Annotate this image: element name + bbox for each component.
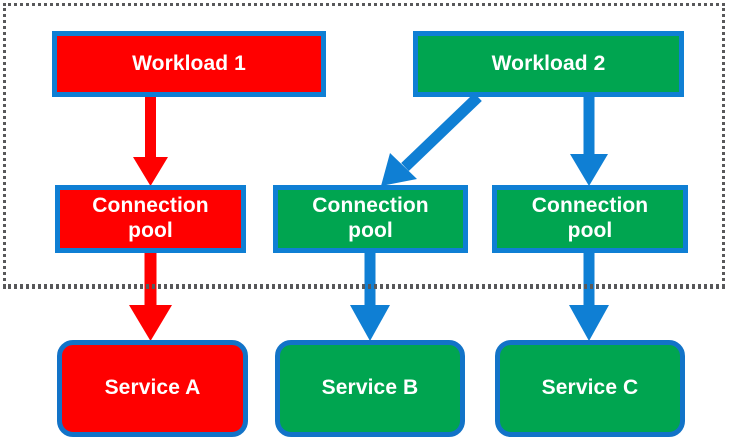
node-connection-pool-3[interactable]: Connection pool	[492, 185, 688, 253]
node-service-a-label: Service A	[104, 376, 201, 400]
node-service-b-label: Service B	[321, 376, 419, 400]
node-service-c-label: Service C	[541, 376, 639, 400]
node-connection-pool-2[interactable]: Connection pool	[273, 185, 468, 253]
node-service-c[interactable]: Service C	[495, 340, 685, 437]
arrow-workload1-to-pool1	[133, 97, 168, 186]
arrow-workload2-to-pool2	[381, 93, 482, 186]
node-service-a[interactable]: Service A	[57, 340, 248, 437]
arrow-pool1-to-service-a	[129, 252, 172, 341]
node-workload-2[interactable]: Workload 2	[413, 31, 684, 97]
node-connection-pool-3-label: Connection pool	[531, 194, 649, 242]
node-workload-1[interactable]: Workload 1	[52, 31, 326, 97]
arrow-pool2-to-service-b	[350, 252, 390, 341]
node-connection-pool-2-label: Connection pool	[312, 194, 429, 242]
node-workload-2-label: Workload 2	[491, 51, 606, 75]
arrow-pool3-to-service-c	[569, 252, 609, 341]
service-boundary-divider	[3, 286, 725, 289]
client-boundary-region	[3, 3, 725, 287]
node-connection-pool-1-label: Connection pool	[92, 194, 209, 242]
node-service-b[interactable]: Service B	[275, 340, 465, 437]
node-connection-pool-1[interactable]: Connection pool	[55, 185, 246, 253]
arrow-workload2-to-pool3	[570, 97, 608, 186]
node-workload-1-label: Workload 1	[132, 51, 246, 75]
